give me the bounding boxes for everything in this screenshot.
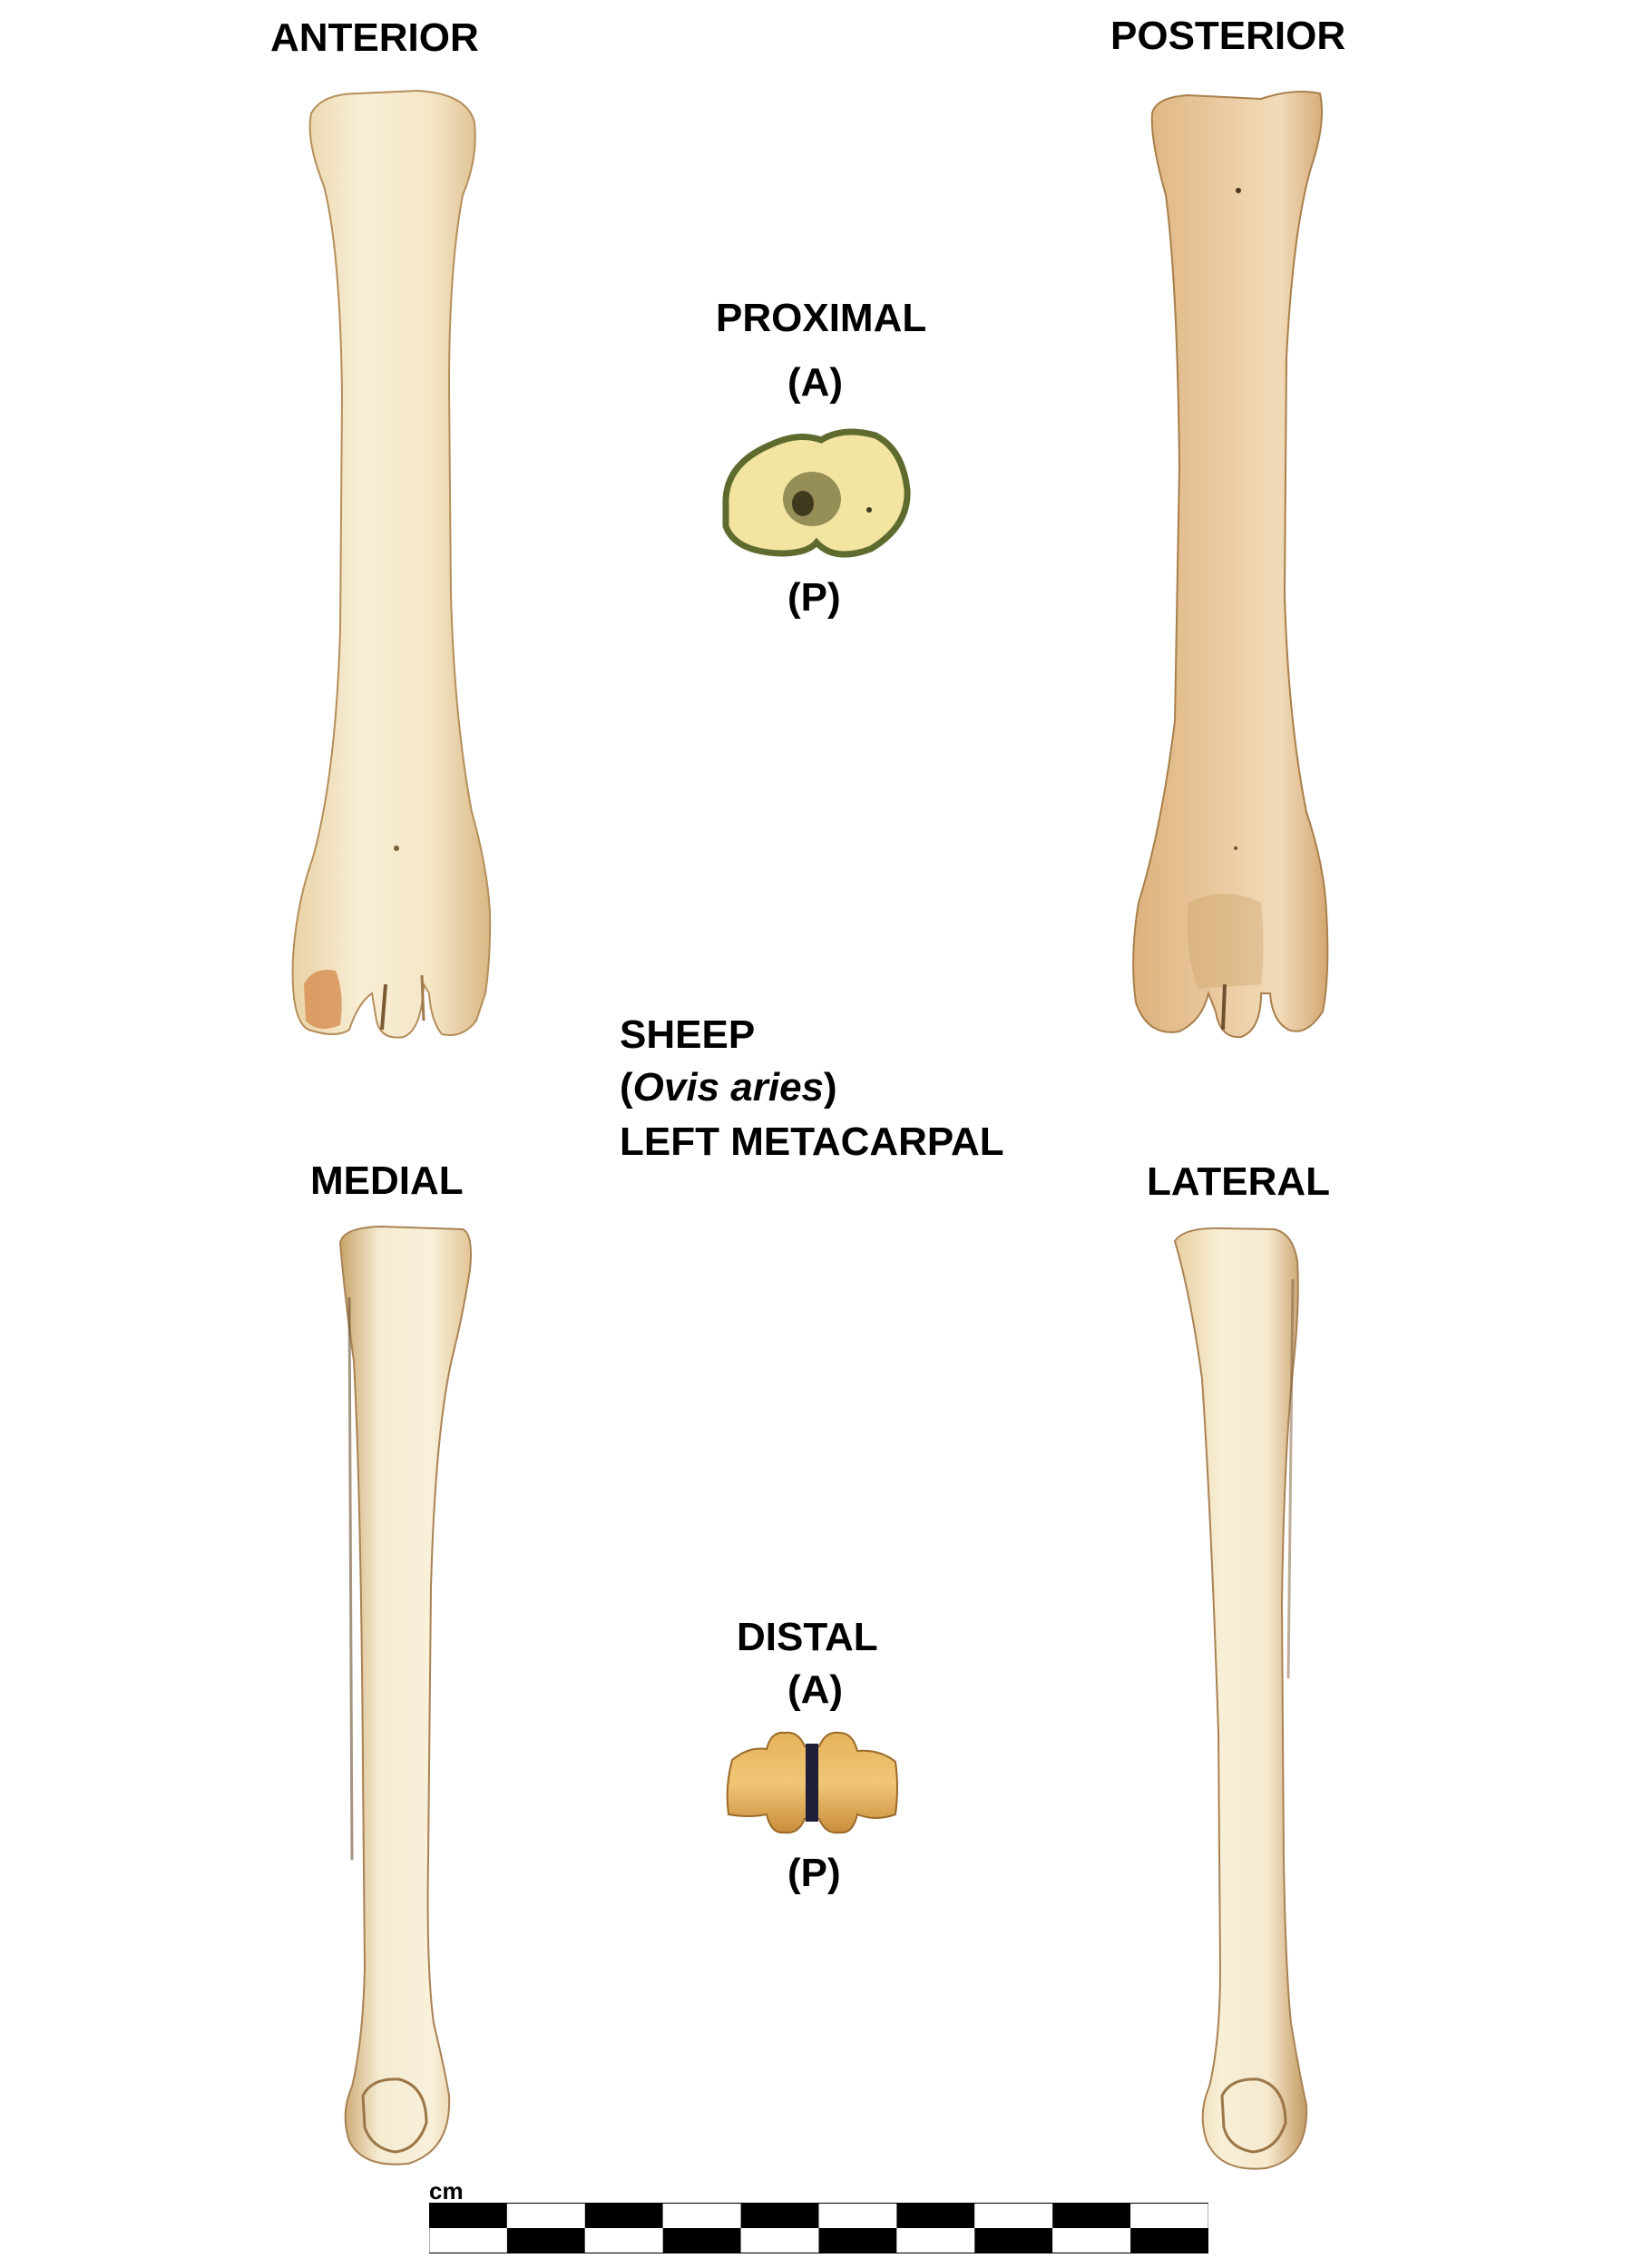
scale-bar-segment (506, 2203, 585, 2228)
lateral-view-bone (1173, 1227, 1308, 2170)
scale-bar-segment (740, 2203, 819, 2228)
scale-unit-label: cm (429, 2177, 464, 2204)
anterior-label: ANTERIOR (270, 15, 479, 60)
medial-label: MEDIAL (310, 1158, 464, 1203)
species-common-name: SHEEP (620, 1012, 756, 1057)
proximal-label: PROXIMAL (716, 296, 927, 340)
scale-bar-segment (506, 2228, 585, 2253)
distal-anterior-label: (A) (787, 1667, 844, 1712)
distal-label: DISTAL (737, 1615, 878, 1659)
proximal-posterior-label: (P) (787, 575, 841, 620)
scale-bar-segment (818, 2203, 897, 2228)
medial-view-bone (338, 1225, 472, 2165)
lateral-label: LATERAL (1147, 1159, 1331, 1204)
scale-bar-segment (429, 2203, 507, 2228)
scale-bar-segment (1130, 2228, 1208, 2253)
distal-articular-surface (726, 1731, 898, 1834)
posterior-view-bone (1132, 91, 1329, 1039)
species-latin-italic: Ovis aries (632, 1065, 825, 1110)
scale-bar-segment (740, 2228, 819, 2253)
scale-bar-segment (662, 2203, 741, 2228)
proximal-articular-surface (722, 428, 911, 558)
scale-bar-segment (896, 2203, 975, 2228)
scale-bar-segment (584, 2203, 663, 2228)
scale-bar-segment (429, 2228, 507, 2253)
species-latin-name: (Ovis aries) (620, 1065, 837, 1110)
scale-bar-segment (662, 2228, 741, 2253)
element-name: LEFT METACARPAL (620, 1119, 1004, 1164)
scale-bar-segment (584, 2228, 663, 2253)
scale-bar-segment (896, 2228, 975, 2253)
distal-posterior-label: (P) (787, 1851, 841, 1895)
species-latin-open-paren: ( (620, 1065, 633, 1110)
scale-bar-segment (974, 2228, 1053, 2253)
scale-bar-segment (1052, 2203, 1131, 2228)
scale-bar-segment (974, 2203, 1053, 2228)
proximal-anterior-label: (A) (787, 360, 844, 405)
scale-bar-segment (1130, 2203, 1208, 2228)
posterior-label: POSTERIOR (1110, 14, 1346, 58)
species-latin-close-paren: ) (824, 1065, 837, 1110)
anterior-view-bone (291, 89, 492, 1039)
scale-bar-segment (818, 2228, 897, 2253)
scale-bar (429, 2203, 1208, 2253)
scale-bar-segment (1052, 2228, 1131, 2253)
